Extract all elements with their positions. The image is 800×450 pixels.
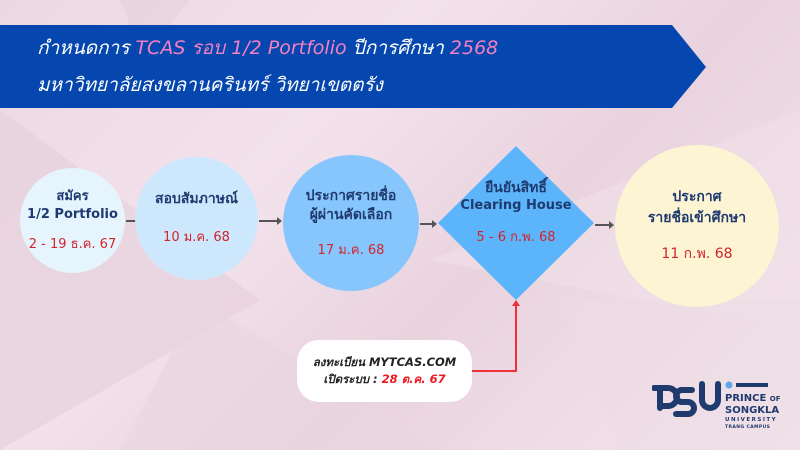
step-announce-selected-title2: ผู้ผ่านคัดเลือก	[309, 206, 393, 223]
step-interview-date: 10 ม.ค. 68	[163, 230, 230, 245]
title-text-schedule: กำหนดการ	[37, 37, 136, 59]
title-text-round: TCAS รอบ 1/2 Portfolio	[135, 37, 347, 59]
university-name: PRINCE OF SONGKLA UNIVERSITY TRANG CAMPU…	[725, 393, 781, 431]
psu-logo-icon	[652, 381, 768, 417]
step-clearing-house-title2: Clearing House	[460, 198, 572, 213]
step-apply-date: 2 - 19 ธ.ค. 67	[28, 236, 117, 252]
registration-open-date: 28 ต.ค. 67	[381, 372, 446, 386]
registration-site: ลงทะเบียน MYTCAS.COM	[312, 355, 457, 369]
arrow-connector	[259, 217, 282, 225]
step-announce-admitted-title1: ประกาศ	[672, 189, 722, 205]
logo-line1: PRINCE	[725, 393, 767, 404]
title-text-year: 2568	[449, 37, 499, 59]
step-announce-selected-date: 17 ม.ค. 68	[317, 242, 385, 258]
step-interview-title: สอบสัมภาษณ์	[155, 191, 238, 207]
logo-line4: TRANG CAMPUS	[725, 425, 771, 430]
step-clearing-house-title1: ยืนยันสิทธิ์	[485, 180, 547, 196]
header-title-line2: มหาวิทยาลัยสงขลานครินทร์ วิทยาเขตตรัง	[37, 74, 383, 96]
header-title-line1: กำหนดการ TCAS รอบ 1/2 Portfolio ปีการศึก…	[37, 30, 498, 67]
arrow-connector	[420, 220, 437, 228]
red-connector-vertical	[515, 304, 517, 372]
title-text-academic-year: ปีการศึกษา	[346, 37, 450, 59]
step-announce-admitted: ประกาศ รายชื่อเข้าศึกษา 11 ก.พ. 68	[615, 145, 779, 307]
red-arrow-head-icon	[512, 300, 520, 306]
registration-open-label: เปิดระบบ :	[323, 372, 382, 386]
step-clearing-house-date: 5 - 6 ก.พ. 68	[476, 230, 556, 245]
registration-open: เปิดระบบ : 28 ต.ค. 67	[323, 371, 445, 388]
logo-line3: UNIVERSITY	[725, 417, 778, 423]
step-announce-selected: ประกาศรายชื่อ ผู้ผ่านคัดเลือก 17 ม.ค. 68	[283, 155, 419, 291]
step-announce-selected-title1: ประกาศรายชื่อ	[305, 187, 397, 204]
step-interview: สอบสัมภาษณ์ 10 ม.ค. 68	[135, 157, 258, 280]
red-connector-horizontal	[472, 370, 517, 372]
logo-line2: SONGKLA	[725, 405, 780, 416]
header-title: กำหนดการ TCAS รอบ 1/2 Portfolio ปีการศึก…	[37, 30, 498, 104]
logo-line1-small: OF	[769, 395, 781, 403]
registration-box: ลงทะเบียน MYTCAS.COM เปิดระบบ : 28 ต.ค. …	[297, 340, 472, 402]
step-announce-admitted-title2: รายชื่อเข้าศึกษา	[647, 210, 747, 226]
step-announce-admitted-date: 11 ก.พ. 68	[661, 246, 733, 262]
step-apply-title1: สมัคร	[56, 188, 89, 204]
step-apply: สมัคร 1/2 Portfolio 2 - 19 ธ.ค. 67	[20, 168, 125, 273]
header-banner	[0, 25, 706, 108]
step-clearing-house-text: ยืนยันสิทธิ์ Clearing House 5 - 6 ก.พ. 6…	[438, 180, 594, 247]
step-apply-title2: 1/2 Portfolio	[27, 206, 118, 222]
arrow-connector	[595, 221, 614, 229]
